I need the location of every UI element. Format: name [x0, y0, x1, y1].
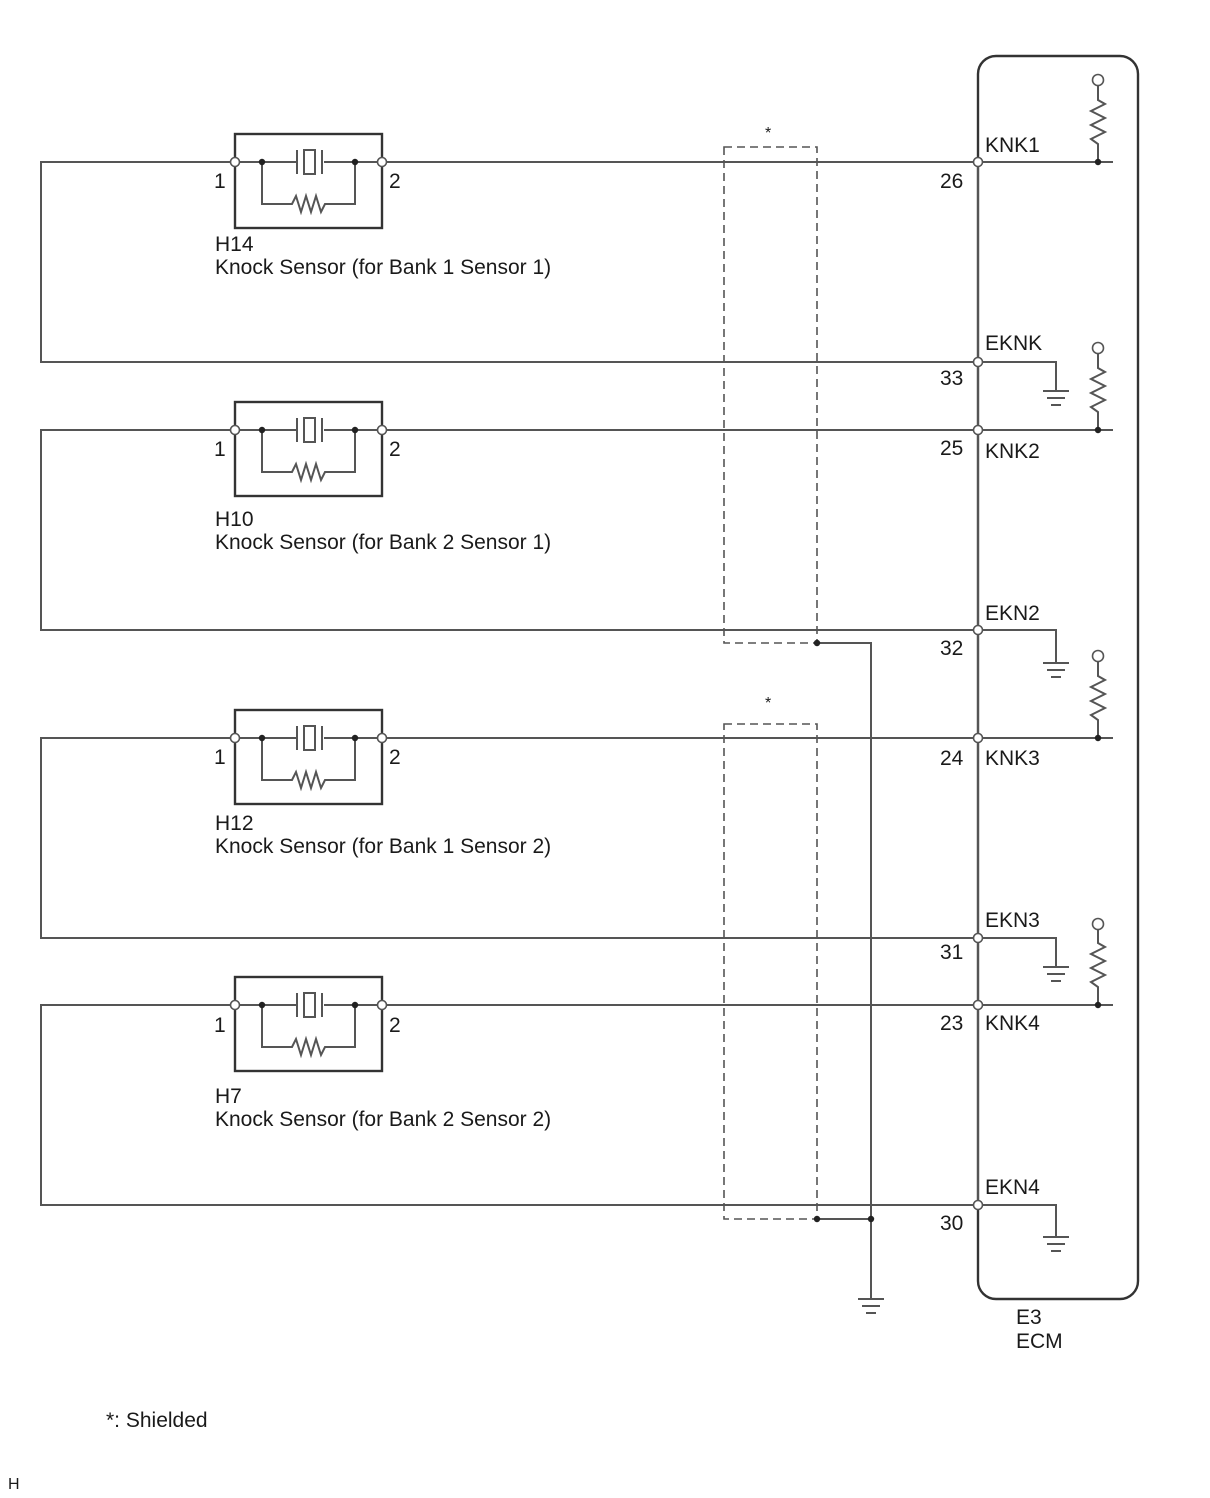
ecm-terminal-23: [972, 999, 984, 1011]
ecm-name: ECM: [1016, 1330, 1063, 1353]
piezo-element-icon: [296, 992, 323, 1018]
sensor-h10-name: Knock Sensor (for Bank 2 Sensor 1): [215, 531, 551, 554]
sensor-h7-box: [233, 975, 384, 1073]
ecm-terminal-31: [972, 932, 984, 944]
sensor-h10-code: H10: [215, 508, 254, 531]
corner-mark: H: [8, 1476, 20, 1493]
ecm-code: E3: [1016, 1306, 1042, 1329]
sensor-h14-code: H14: [215, 233, 254, 256]
sensor-h12-box: [233, 708, 384, 806]
resistor-icon: [261, 162, 356, 216]
shield-lower-marker: *: [765, 695, 771, 712]
power-terminal-icon: [1091, 917, 1105, 931]
ground-icon: [1043, 1236, 1069, 1252]
pullup-resistor-icon: [1088, 930, 1108, 1005]
sensor-h10-box: [233, 400, 384, 498]
sensor-h7-name: Knock Sensor (for Bank 2 Sensor 2): [215, 1108, 551, 1131]
sensor-h10-pin2: [376, 424, 388, 436]
sensor-h14-pin1: [229, 156, 241, 168]
ground-icon: [1043, 966, 1069, 982]
resistor-icon: [261, 738, 356, 792]
ecm-terminal-30: [972, 1199, 984, 1211]
sensor-h14-pin1-label: 1: [214, 170, 226, 193]
sensor-h12-pin2: [376, 732, 388, 744]
ecm-terminal-knk2-name: KNK2: [985, 440, 1040, 463]
sensor-h7-code: H7: [215, 1085, 242, 1108]
wiring: [40, 161, 978, 1206]
sensor-h14-pin2-label: 2: [389, 170, 401, 193]
ecm-terminal-33-pin: 33: [940, 367, 963, 390]
power-terminal-icon: [1091, 341, 1105, 355]
sensor-h12-name: Knock Sensor (for Bank 1 Sensor 2): [215, 835, 551, 858]
ecm-terminal-31-pin: 31: [940, 941, 963, 964]
ecm-terminal-25-pin: 25: [940, 437, 963, 460]
sensor-h7-pin1: [229, 999, 241, 1011]
ecm-terminal-30-pin: 30: [940, 1212, 963, 1235]
sensor-h7-pin2: [376, 999, 388, 1011]
sensor-h7-pin1-label: 1: [214, 1014, 226, 1037]
ecm-terminal-32-pin: 32: [940, 637, 963, 660]
sensor-h12-code: H12: [215, 812, 254, 835]
sensor-h10-pin1-label: 1: [214, 438, 226, 461]
piezo-element-icon: [296, 725, 323, 751]
sensor-h14: 1 2 H14 Knock Sensor (for Bank 1 Sensor …: [214, 132, 551, 279]
ecm-terminal-knk1-name: KNK1: [985, 134, 1040, 157]
sensor-h10: 1 2 H10 Knock Sensor (for Bank 2 Sensor …: [214, 400, 551, 554]
ecm-terminal-23-pin: 23: [940, 1012, 963, 1035]
resistor-icon: [261, 1005, 356, 1059]
resistor-icon: [261, 430, 356, 484]
ground-icon: [1043, 390, 1069, 406]
legend-shielded: *: Shielded: [106, 1409, 208, 1432]
piezo-element-icon: [296, 149, 323, 175]
sensor-h14-pin2: [376, 156, 388, 168]
shield-lower-outline: [723, 723, 818, 1220]
wire-ekn4: [40, 1004, 978, 1206]
ecm-terminal-26: [972, 156, 984, 168]
ecm-terminal-eknk-name: EKNK: [985, 332, 1042, 355]
ecm-terminal-ekn2-name: EKN2: [985, 602, 1040, 625]
sensor-h12: 1 2 H12 Knock Sensor (for Bank 1 Sensor …: [214, 708, 551, 858]
power-terminal-icon: [1091, 649, 1105, 663]
wire-ekn3: [40, 737, 978, 939]
ground-icon: [1043, 662, 1069, 678]
ecm-terminal-26-pin: 26: [940, 170, 963, 193]
shield-lower: *: [723, 695, 818, 1220]
sensor-h12-pin2-label: 2: [389, 746, 401, 769]
ecm-terminal-ekn4-name: EKN4: [985, 1176, 1040, 1199]
ecm-terminal-33: [972, 356, 984, 368]
sensor-h7: 1 2 H7 Knock Sensor (for Bank 2 Sensor 2…: [214, 975, 551, 1131]
pullup-resistor-icon: [1088, 354, 1108, 430]
piezo-element-icon: [296, 417, 323, 443]
ecm-terminal-knk4-name: KNK4: [985, 1012, 1040, 1035]
ecm-terminal-25: [972, 424, 984, 436]
sensor-h14-name: Knock Sensor (for Bank 1 Sensor 1): [215, 256, 551, 279]
ecm-terminal-24-pin: 24: [940, 747, 964, 770]
ecm-internal-circuits: [983, 73, 1113, 1252]
sensor-h12-pin1-label: 1: [214, 746, 226, 769]
pullup-resistor-icon: [1088, 662, 1108, 738]
ecm-terminal-ekn3-name: EKN3: [985, 909, 1040, 932]
shield-upper: *: [723, 125, 818, 644]
wire-eknk: [40, 161, 978, 363]
ecm-terminals: KNK1 26 EKNK 33 KNK2 25 EKN2 32 KNK3 24 …: [940, 134, 1042, 1235]
ecm-terminal-24: [972, 732, 984, 744]
ecm-terminal-knk3-name: KNK3: [985, 747, 1040, 770]
sensor-h7-pin2-label: 2: [389, 1014, 401, 1037]
sensor-h14-box: [233, 132, 384, 230]
sensor-h12-pin1: [229, 732, 241, 744]
sensor-h10-pin1: [229, 424, 241, 436]
shield-upper-marker: *: [765, 125, 771, 142]
shield-ground-wiring: [813, 639, 884, 1314]
power-terminal-icon: [1091, 73, 1105, 87]
ground-icon: [858, 1298, 884, 1314]
pullup-resistor-icon: [1088, 86, 1108, 162]
ecm-terminal-32: [972, 624, 984, 636]
shield-upper-outline: [723, 146, 818, 644]
wire-ekn2: [40, 429, 978, 631]
sensor-h10-pin2-label: 2: [389, 438, 401, 461]
